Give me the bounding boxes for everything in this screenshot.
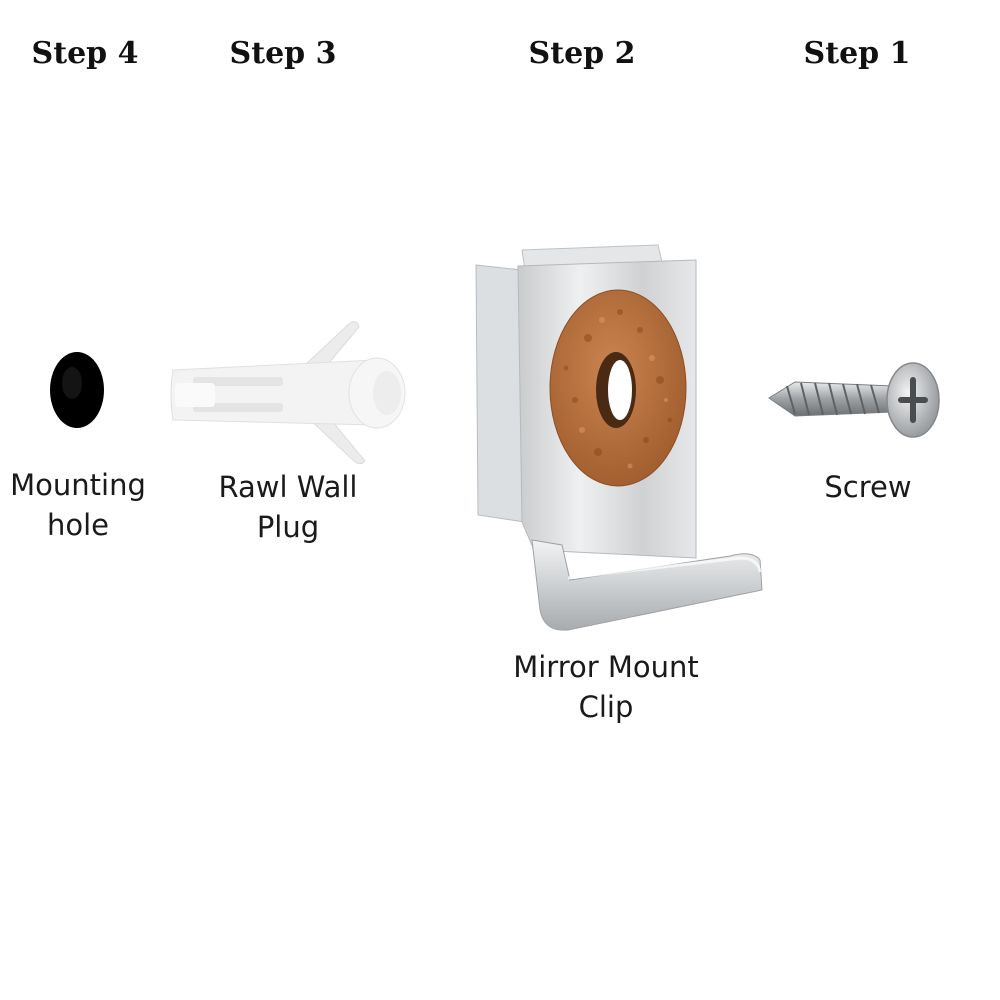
step-3-title: Step 3	[229, 36, 337, 71]
mirror-clip-icon	[475, 244, 763, 631]
step-4-title: Step 4	[31, 36, 139, 71]
screw-label: Screw	[824, 470, 912, 504]
mirror-clip-label: Mirror Mount Clip	[513, 650, 699, 724]
step-1-title: Step 1	[803, 36, 911, 71]
mounting-hole-label: Mounting hole	[10, 468, 146, 542]
screw-icon	[768, 362, 940, 438]
wall-plug-label: Rawl Wall Plug	[218, 470, 358, 544]
step-2-title: Step 2	[528, 36, 636, 71]
wall-plug-icon	[170, 321, 406, 465]
mounting-hole-icon	[50, 352, 104, 428]
